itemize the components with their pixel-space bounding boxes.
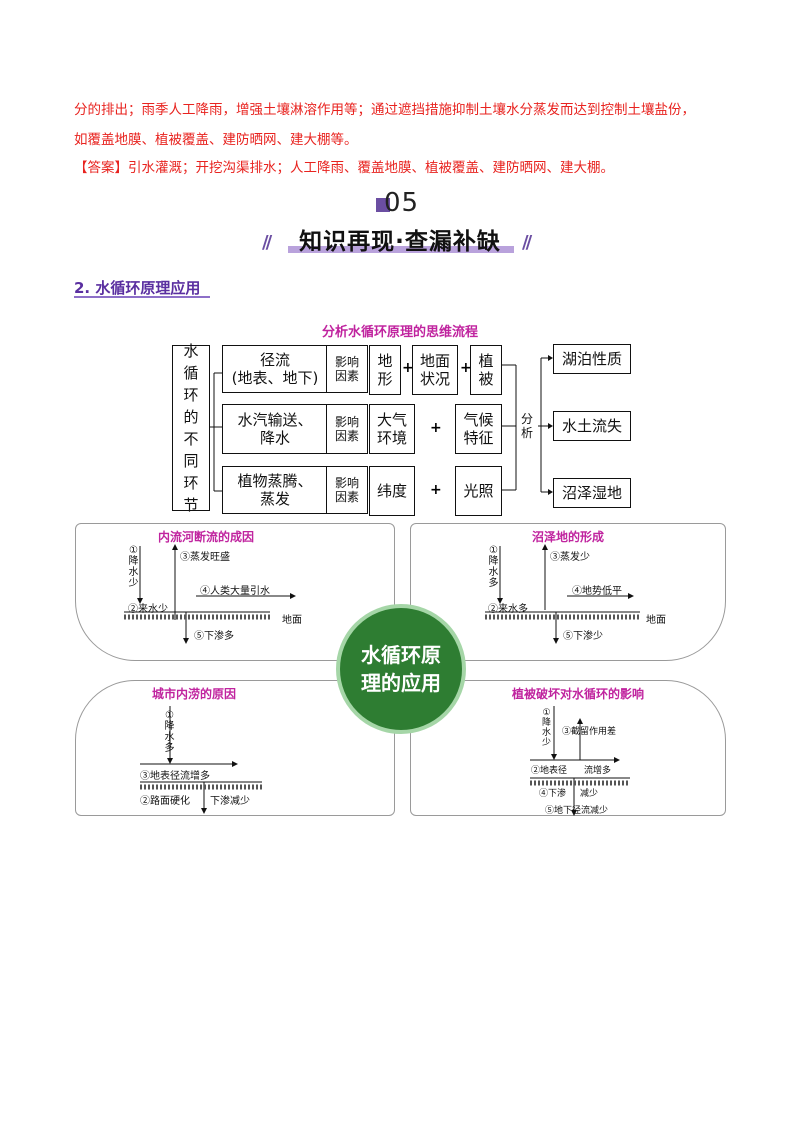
tl-precip: ① 降 水 少: [128, 545, 139, 589]
flow-left-label-text: 水循环的不同环节: [183, 342, 199, 514]
flow-result-wetland: 沼泽湿地: [553, 478, 631, 508]
flow-item-terrain: 地 形: [369, 345, 401, 395]
panel-swamp-title: 沼泽地的形成: [532, 530, 605, 544]
section-number-text: 05: [384, 188, 420, 218]
tr-inflow: ②来水多: [488, 604, 528, 615]
flow-factor-vapor: 影响 因素: [326, 404, 368, 454]
flow-item-climate: 气候 特征: [455, 404, 502, 454]
intro-line-1: 分的排出；雨季人工降雨，增强土壤淋溶作用等；通过遮挡措施抑制土壤水分蒸发而达到控…: [74, 102, 695, 118]
tl-evap: ③蒸发旺盛: [180, 552, 230, 563]
answer-tag: 【答案】: [74, 160, 128, 176]
bl-runoff: ③地表径流增多: [140, 771, 210, 782]
br-seep: ④下渗: [539, 789, 567, 799]
flow-stage-vapor: 水汽输送、 降水: [222, 404, 328, 454]
bl-precip: ① 降 水 多: [164, 710, 175, 754]
banner-slashes-right: //: [522, 232, 532, 253]
section-number: 05: [376, 188, 424, 218]
br-surface: ②地表径: [531, 766, 568, 776]
panel-urban-flood: [75, 680, 395, 816]
flow-title: 分析水循环原理的思维流程: [321, 325, 478, 340]
br-precip: ① 降 水 少: [541, 708, 551, 748]
flow-factor-runoff: 影响 因素: [326, 345, 368, 393]
flow-plus: +: [430, 420, 442, 436]
flow-stage-transpiration: 植物蒸腾、 蒸发: [222, 466, 328, 514]
flow-item-atmosphere: 大气 环境: [369, 404, 415, 454]
flow-result-lake: 湖泊性质: [553, 344, 631, 374]
panel-swamp: [410, 523, 726, 661]
flow-plus: +: [430, 482, 442, 498]
answer-text: 引水灌溉；开挖沟渠排水；人工降雨、覆盖地膜、植被覆盖、建防晒网、建大棚。: [128, 160, 614, 176]
section-heading: 2. 水循环原理应用: [74, 277, 210, 298]
tl-seep: ⑤下渗多: [194, 631, 234, 642]
heading-underline: [74, 296, 210, 298]
flow-item-latitude: 纬度: [369, 466, 415, 516]
br-under: ⑤地下径流减少: [545, 806, 609, 816]
flow-left-label: 水循环的不同环节: [172, 342, 210, 514]
answer-line: 【答案】引水灌溉；开挖沟渠排水；人工降雨、覆盖地膜、植被覆盖、建防晒网、建大棚。: [74, 156, 614, 176]
section-number-square: [376, 198, 390, 212]
tr-precip: ① 降 水 多: [488, 545, 499, 589]
flow-item-sunlight: 光照: [455, 466, 502, 516]
panel-inland-river: [75, 523, 395, 661]
panel-inland-river-title: 内流河断流的成因: [158, 530, 255, 544]
bl-seep: 下渗减少: [210, 796, 250, 807]
section-banner: 知识再现·查漏补缺: [282, 218, 518, 258]
tl-ground: 地面: [282, 615, 302, 626]
intro-line-2: 如覆盖地膜、植被覆盖、建防晒网、建大棚等。: [74, 132, 358, 148]
tl-inflow: ②来水少: [128, 604, 168, 615]
section-heading-text: 2. 水循环原理应用: [74, 279, 201, 297]
panel-vegetation: [410, 680, 726, 816]
banner-title: 知识再现·查漏补缺: [299, 229, 501, 255]
tl-human: ④人类大量引水: [200, 586, 270, 597]
banner-underline: [288, 246, 514, 253]
flow-plus: +: [460, 360, 472, 376]
flow-analyze: 分 析: [520, 412, 533, 440]
panel-urban-flood-title: 城市内涝的原因: [152, 687, 237, 701]
banner-slashes-left: //: [262, 232, 272, 253]
flow-stage-runoff: 径流 (地表、地下): [222, 345, 328, 393]
br-seep-dec: 减少: [580, 789, 599, 799]
flow-factor-transpiration: 影响 因素: [326, 466, 368, 514]
flow-item-vegetation: 植 被: [470, 345, 502, 395]
flow-item-surface: 地面 状况: [412, 345, 458, 395]
center-circle-text: 水循环原 理的应用: [361, 643, 441, 695]
panel-vegetation-title: 植被破坏对水循环的影响: [512, 687, 645, 701]
br-flow-inc: 流增多: [584, 766, 612, 776]
flow-result-erosion: 水土流失: [553, 411, 631, 441]
tr-evap: ③蒸发少: [550, 552, 590, 563]
tr-ground: 地面: [646, 615, 666, 626]
br-canopy: ③截留作用差: [562, 727, 617, 737]
tr-terrain: ④地势低平: [572, 586, 622, 597]
tr-seep: ⑤下渗少: [563, 631, 603, 642]
center-circle: 水循环原 理的应用: [336, 604, 466, 734]
flow-plus: +: [402, 360, 414, 376]
bl-harden: ②路面硬化: [140, 796, 190, 807]
